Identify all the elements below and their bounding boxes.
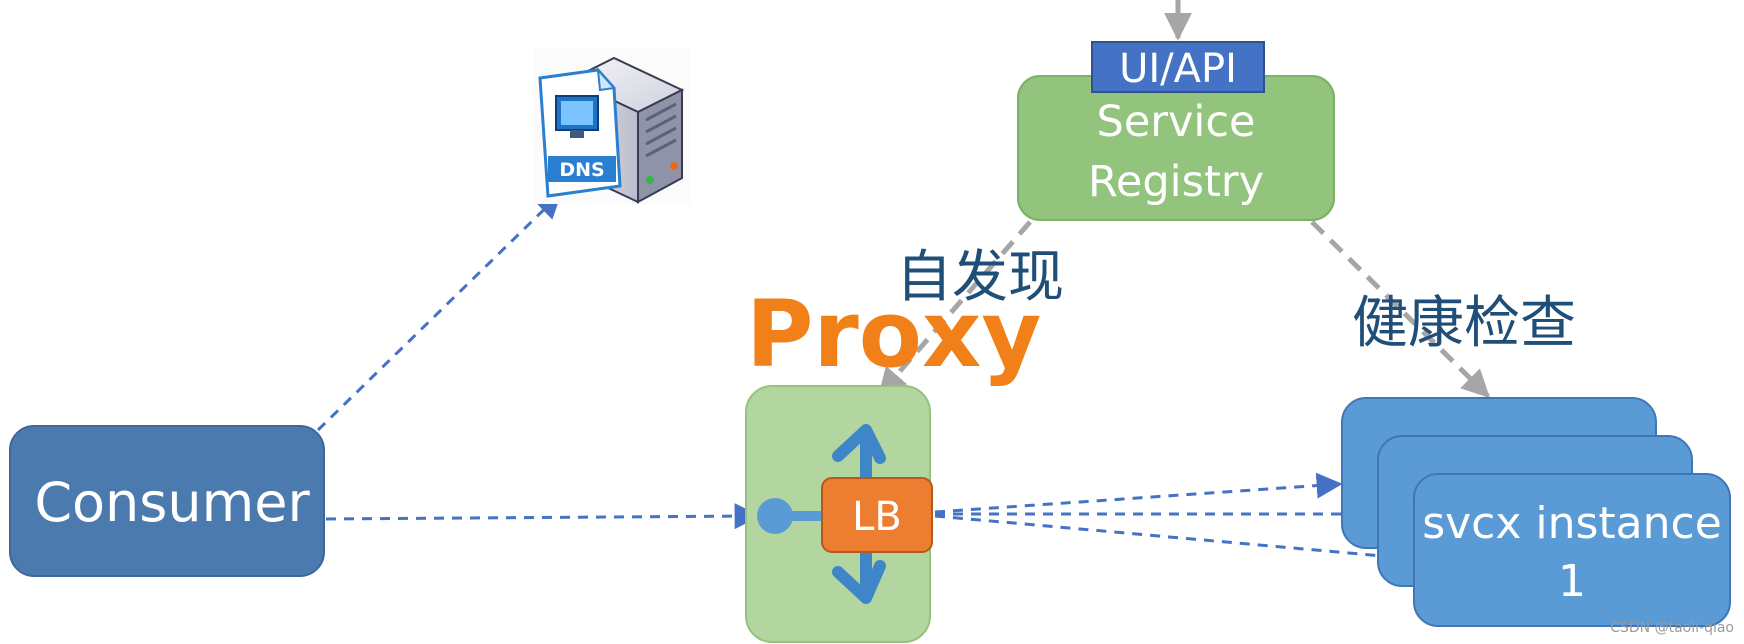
lb-node: LB [821, 477, 933, 553]
ui-api-label: UI/API [1119, 46, 1237, 92]
proxy-label: Proxy [746, 281, 1041, 388]
dns-label: DNS [559, 159, 604, 181]
self-discovery-arrow [878, 220, 1032, 397]
consumer-label: Consumer [34, 471, 310, 534]
instance-card-front [1413, 473, 1731, 627]
lb-to-instance-arrow-3 [934, 514, 1419, 570]
consumer-node: Consumer [9, 425, 325, 577]
registry-label-line1: Service [1097, 97, 1256, 147]
ui-api-tag: UI/API [1091, 41, 1265, 93]
dns-server-icon: DNS [534, 48, 690, 204]
watermark: CSDN @taoli-qiao [1610, 620, 1734, 636]
instance-label-line1: svcx instance [1422, 498, 1722, 549]
service-registry-node: Service Registry [1017, 75, 1335, 221]
consumer-to-proxy-arrow [325, 503, 761, 530]
health-check-arrow [1310, 220, 1490, 398]
lb-to-instance-arrow-1 [934, 472, 1343, 514]
health-check-label: 健康检查 [1352, 291, 1576, 356]
lb-input-dot [757, 498, 793, 534]
instance-label-line2: 1 [1558, 556, 1586, 607]
consumer-to-dns-arrow [316, 192, 562, 432]
self-discovery-label: 自发现 [896, 245, 1064, 310]
lb-label: LB [852, 494, 902, 540]
service-instances: svcx instance 1 [1341, 397, 1731, 627]
registry-label-line2: Registry [1088, 157, 1264, 207]
